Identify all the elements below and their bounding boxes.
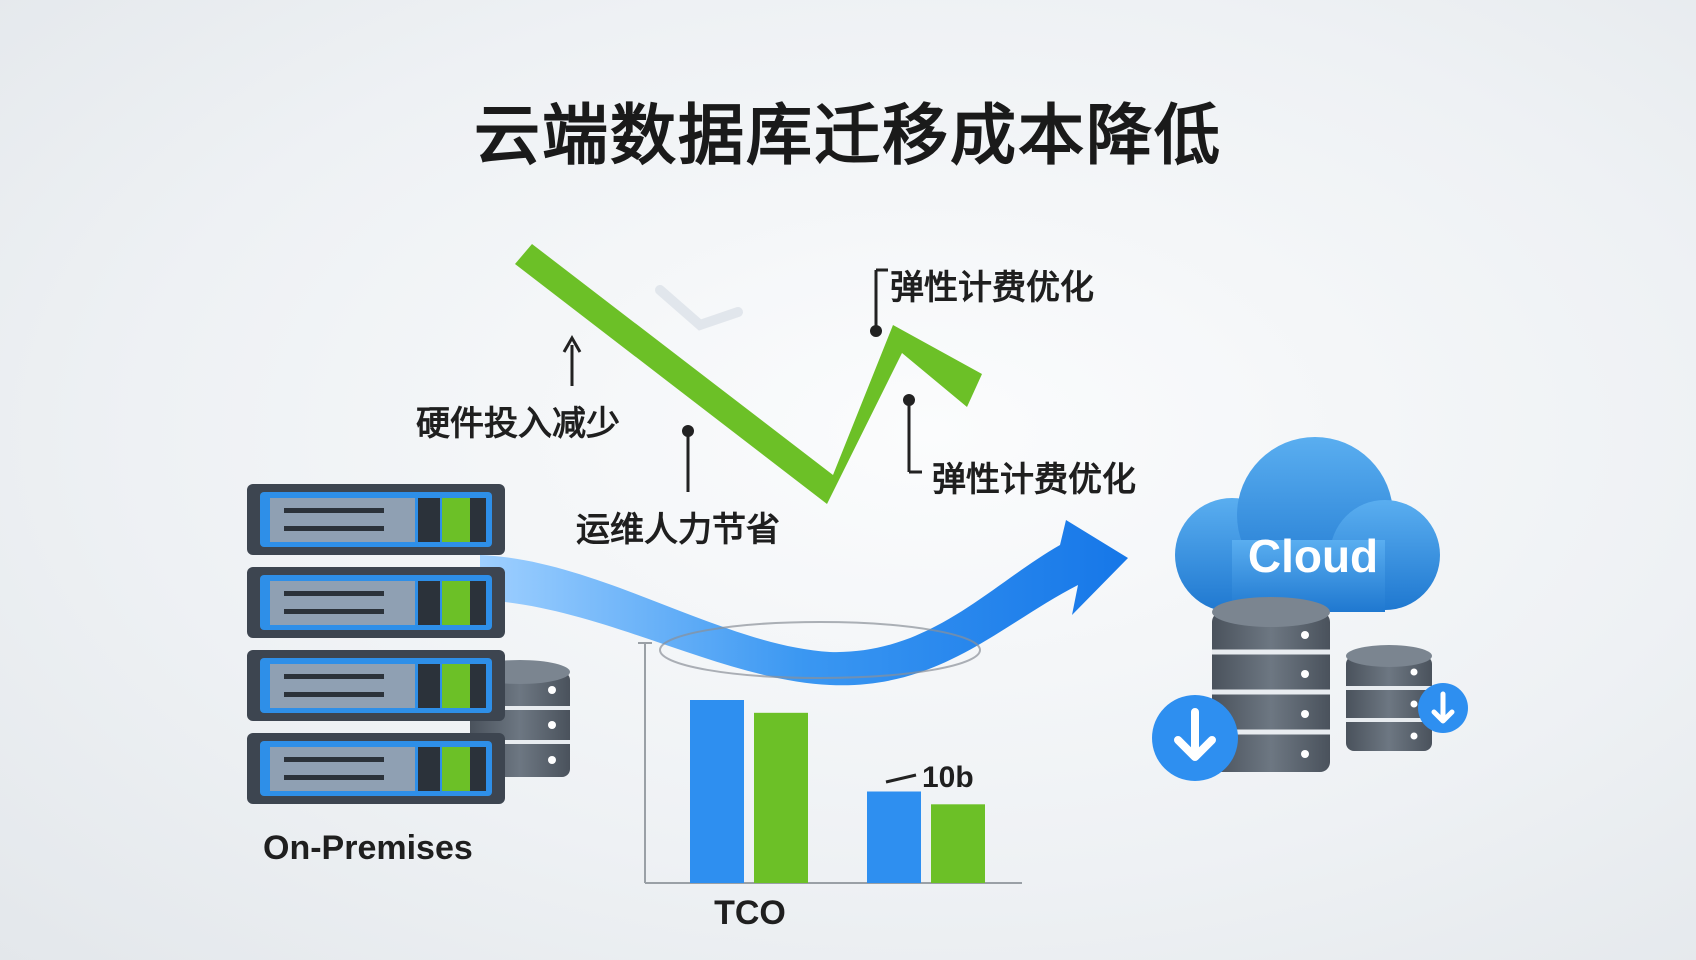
tco-bar — [867, 791, 921, 883]
server-unit — [247, 484, 505, 555]
cloud-database-icon — [1212, 597, 1330, 772]
chart-annotation: 10b — [922, 761, 974, 794]
cloud-label: Cloud — [1248, 530, 1378, 582]
server-unit — [247, 733, 505, 804]
cloud-database-small-icon — [1346, 645, 1432, 751]
tco-bar — [931, 804, 985, 883]
label-elastic-top: 弹性计费优化 — [890, 268, 1094, 308]
page-title: 云端数据库迁移成本降低 — [474, 97, 1222, 174]
label-hardware: 硬件投入减少 — [416, 404, 620, 444]
cloud-icon — [1175, 437, 1440, 612]
tco-bar-chart: 10b TCO — [638, 642, 1022, 932]
pointer-ops — [682, 425, 694, 492]
tco-bar — [690, 700, 744, 883]
migration-arrow — [480, 520, 1128, 686]
pointer-hardware — [562, 334, 582, 386]
chart-x-label: TCO — [714, 894, 786, 932]
tco-bar — [754, 712, 808, 883]
pointer-elastic-right — [903, 394, 922, 474]
label-ops: 运维人力节省 — [576, 510, 780, 550]
cost-trend-line — [515, 244, 982, 504]
download-arrow-small-icon — [1418, 683, 1468, 733]
download-arrow-icon — [1152, 695, 1238, 781]
on-premises-label: On-Premises — [263, 829, 473, 867]
pointer-elastic-top — [870, 268, 888, 337]
annotation-tick — [885, 773, 917, 784]
label-elastic-right: 弹性计费优化 — [932, 460, 1136, 500]
server-unit — [247, 567, 505, 638]
flow-oval — [659, 621, 981, 679]
server-unit — [247, 650, 505, 721]
ghost-check-icon — [655, 285, 743, 331]
server-rack-icon — [247, 484, 570, 804]
